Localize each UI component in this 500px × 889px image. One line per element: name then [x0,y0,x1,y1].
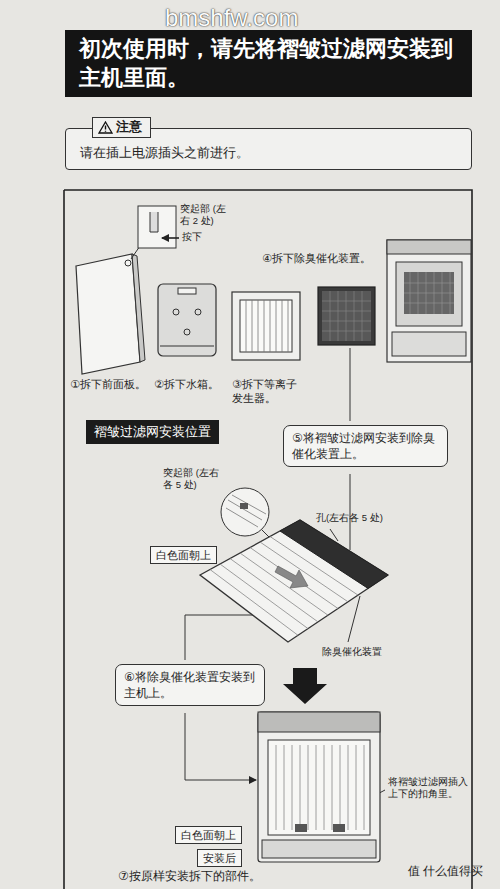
orientation-tag: 白色面朝上 [175,826,242,844]
title-band: 初次使用时，请先将褶皱过滤网安装到主机里面。 [65,30,472,97]
box-text: ⑥将除臭催化装置安装到主机上。 [124,669,256,701]
step-callout: ⑥将除臭催化装置安装到主机上。 [115,664,265,706]
front-panel [76,246,145,374]
step-callout: ⑤将褶皱过滤网安装到除臭催化装置上。 [283,425,448,467]
water-tank [173,309,179,315]
ion-generator [232,292,300,360]
main-unit-installed [276,745,364,830]
warning-icon [99,122,112,133]
deodorizing-catalyst [318,287,375,345]
box-text: 安装后 [203,851,236,865]
watermark: 值 什么值得买 [408,864,483,879]
main-unit-open [404,272,454,314]
deodorizing-catalyst [322,291,371,341]
caution-text: 请在插上电源插头之前进行。 [80,145,457,162]
catch-inset [150,212,158,232]
warning-icon [98,121,113,134]
main-unit-installed [333,824,345,832]
main-unit-installed [268,740,370,835]
filter-tray [200,520,388,642]
catch-inset [138,206,176,248]
front-panel [132,254,145,362]
ion-generator [240,300,292,352]
main-unit-installed [262,840,376,858]
water-tank [158,284,216,356]
catch-inset [138,206,179,248]
action-label: 按下 [182,231,202,244]
main-unit-open [387,240,471,254]
leader-lines [350,348,351,421]
box-text: ⑤将褶皱过滤网安装到除臭催化装置上。 [292,430,439,462]
water-tank [158,284,216,356]
leader-lines [185,713,256,780]
part-label: 孔(左右各 5 处) [316,512,383,524]
section-band: 褶皱过滤网安装位置 [86,420,219,444]
water-tank [195,309,201,315]
outer-frame [64,190,472,889]
box-text: 白色面朝上 [181,828,236,842]
step-label: ⑦按原样安装拆下的部件。 [118,869,261,884]
step-label: ③拆下等离子发生器。 [232,378,306,406]
box-text: 白色面朝上 [156,548,211,562]
water-tank [184,329,190,335]
main-unit-installed [295,824,307,832]
water-tank [160,346,214,347]
filter-tray [200,520,388,642]
deodorizing-catalyst [322,291,371,341]
part-label: 除臭催化装置 [322,646,382,659]
step-label: ②拆下水箱。 [154,378,219,392]
tab-inset [221,488,269,536]
tab-inset [221,488,269,536]
main-unit-installed [258,712,380,862]
ion-generator [246,300,288,352]
watermark: bmshfw.com [165,3,298,33]
main-unit-open [396,262,462,326]
front-panel [76,254,140,374]
front-panel [125,260,131,266]
step-label: ①拆下前面板。 [70,378,146,392]
water-tank [178,288,196,294]
step-label: ④拆下除臭催化装置。 [262,252,371,266]
deodorizing-catalyst [318,287,375,345]
big-down-arrow [283,668,327,704]
leader-lines [348,596,360,642]
filter-tray [275,566,308,588]
box-text: 褶皱过滤网安装位置 [94,423,211,441]
note-label: 将褶皱过滤网插入上下的扣角里。 [388,776,470,800]
part-label: 突起部 (左右 2 处) [180,203,234,227]
tab-inset [240,503,248,509]
part-label: 突起部 (左右各 5 处) [163,467,221,491]
warning-icon [105,125,106,131]
tab-inset [226,495,266,527]
main-unit-open [387,240,471,362]
title-text: 初次使用时，请先将褶皱过滤网安装到主机里面。 [79,35,458,92]
outer-frame [64,190,472,889]
caution-box: 注意请在插上电源插头之前进行。 [65,128,472,170]
main-unit-installed [258,712,380,862]
big-down-arrow [283,668,327,704]
ion-generator [232,292,300,360]
caution-title: 注意 [116,119,142,136]
main-unit-open [404,272,454,314]
main-unit-open [392,332,466,356]
main-unit-open [387,240,471,362]
status-tag: 安装后 [197,849,242,867]
caution-heading: 注意 [92,117,151,138]
catch-inset [162,237,179,239]
orientation-tag: 白色面朝上 [150,546,217,564]
leader-lines [185,615,255,660]
main-unit-installed [258,712,380,732]
